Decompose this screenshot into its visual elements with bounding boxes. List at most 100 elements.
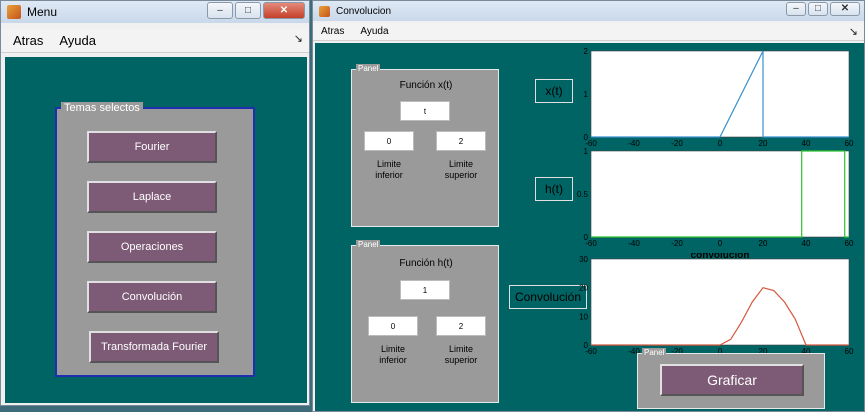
conv-menu-atras[interactable]: Atras [321,26,345,37]
x-tick-label: 20 [759,239,768,248]
plot-background [590,50,850,138]
panel-h-title: Panel [356,240,381,249]
panel-h-heading: Función h(t) [399,258,453,269]
xt-button[interactable]: x(t) [535,79,573,103]
y-tick-label: 0 [584,341,589,350]
x-tick-label: 20 [759,347,768,356]
y-tick-label: 2 [584,47,589,56]
series-line [591,150,849,238]
x-tick-label: -60 [585,347,597,356]
close-icon[interactable]: ✕ [263,2,305,19]
matlab-icon [7,5,21,19]
x-tick-label: 40 [802,139,811,148]
menu-window-title: Menu [27,5,58,19]
laplace-button[interactable]: Laplace [87,181,217,213]
menu-atras[interactable]: Atras [13,33,44,48]
conv-window-title: Convolucion [336,5,392,17]
close-icon[interactable]: ✕ [830,2,860,16]
series-line [591,50,849,138]
minimize-icon[interactable]: – [786,2,806,16]
x-tick-label: -60 [585,139,597,148]
x-tick-label: 0 [718,139,723,148]
x-tick-label: 60 [845,239,854,248]
temas-selectos-title: Temas selectos [61,102,143,114]
panel-x-heading: Función x(t) [399,80,453,91]
dock-arrow-icon[interactable]: ↘ [293,33,303,45]
h-upper-label-line2: superior [444,355,478,365]
x-tick-label: -60 [585,239,597,248]
x-tick-label: 0 [718,347,723,356]
matlab-icon [319,5,330,17]
y-tick-label: 20 [579,284,588,293]
x-tick-label: 60 [845,347,854,356]
y-tick-label: 1 [584,90,589,99]
x-tick-label: 0 [718,239,723,248]
x-lower-limit-input[interactable]: 0 [364,131,414,151]
minimize-icon[interactable]: – [207,2,233,19]
chart-2: 0 10 20 30 -60 -40 -20 0 20 40 60 convolución [579,253,854,356]
graficar-button[interactable]: Graficar [660,364,804,396]
menu-window: Menu – □ ✕ Atras Ayuda ↘ Temas selectos … [0,0,310,406]
ht-button[interactable]: h(t) [535,177,573,201]
maximize-icon[interactable]: □ [808,2,828,16]
chart-0: 0 1 2 -60 -40 -20 0 20 40 60 [584,47,854,148]
menu-menubar: Atras Ayuda ↘ [1,29,309,53]
conv-content: Panel Función x(t) t 0 2 Limite inferior… [315,43,864,411]
h-lower-label-line2: inferior [379,355,407,365]
series-line [591,286,849,346]
h-function-input[interactable]: 1 [400,280,450,300]
plot-background [590,258,850,346]
h-upper-limit-input[interactable]: 2 [436,316,486,336]
x-lower-label-line2: inferior [375,170,403,180]
convolucion-window: Convolucion – □ ✕ Atras Ayuda ↘ Panel Fu… [312,0,865,412]
conv-menu-ayuda[interactable]: Ayuda [360,26,389,37]
x-tick-label: -20 [671,139,683,148]
convolucion-button[interactable]: Convolución [87,281,217,313]
menu-titlebar: Menu – □ ✕ [1,1,309,23]
x-tick-label: -20 [671,347,683,356]
plot-background [590,150,850,238]
panel-h: Panel Función h(t) 1 0 2 Limite inferior… [351,240,499,403]
x-lower-label: Limite inferior [364,159,414,181]
chart-title: convolución [691,253,750,261]
y-tick-label: 10 [579,312,588,321]
h-lower-limit-input[interactable]: 0 [368,316,418,336]
graficar-panel-title: Panel [642,348,667,357]
h-lower-label: Limite inferior [368,344,418,366]
h-upper-label-line1: Limite [448,344,473,354]
x-tick-label: 40 [802,347,811,356]
x-tick-label: -40 [628,239,640,248]
x-tick-label: 20 [759,139,768,148]
h-upper-label: Limite superior [436,344,486,366]
x-lower-label-line1: Limite [376,159,401,169]
fourier-button[interactable]: Fourier [87,131,217,163]
panel-x: Panel Función x(t) t 0 2 Limite inferior… [351,64,499,227]
conv-menubar: Atras Ayuda ↘ [313,23,864,41]
graficar-panel: Panel Graficar [637,348,825,409]
y-tick-label: 0 [584,133,589,142]
transformada-fourier-button[interactable]: Transformada Fourier [89,331,219,363]
y-tick-label: 30 [579,255,588,264]
panel-x-title: Panel [356,64,381,73]
menu-ayuda[interactable]: Ayuda [59,33,96,48]
convolucion-plot-button[interactable]: Convolución [509,285,587,309]
x-upper-label-line2: superior [444,170,478,180]
x-upper-label-line1: Limite [448,159,473,169]
dock-arrow-icon[interactable]: ↘ [848,26,858,38]
x-tick-label: -20 [671,239,683,248]
operaciones-button[interactable]: Operaciones [87,231,217,263]
x-upper-label: Limite superior [436,159,486,181]
x-upper-limit-input[interactable]: 2 [436,131,486,151]
x-tick-label: -40 [628,347,640,356]
x-tick-label: 60 [845,139,854,148]
x-tick-label: 40 [802,239,811,248]
menu-content: Temas selectos Fourier Laplace Operacion… [5,57,307,403]
temas-selectos-panel: Temas selectos Fourier Laplace Operacion… [55,102,255,377]
maximize-icon[interactable]: □ [235,2,261,19]
y-tick-label: 0.5 [577,190,589,199]
conv-titlebar: Convolucion – □ ✕ [313,1,864,21]
h-lower-label-line1: Limite [380,344,405,354]
x-tick-label: -40 [628,139,640,148]
x-function-input[interactable]: t [400,101,450,121]
